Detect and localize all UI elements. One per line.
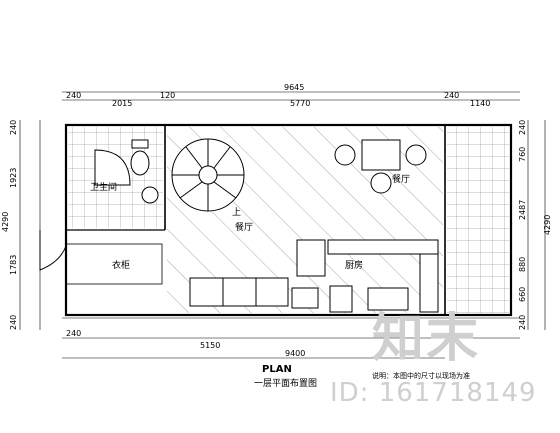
closet [65, 243, 163, 285]
balcony-tile-area [447, 127, 509, 313]
sofa [189, 277, 319, 309]
bathroom-fixtures [94, 139, 159, 204]
watermark-logo: 知末 [372, 309, 481, 369]
entry-door [39, 230, 67, 271]
kitchen-counters [296, 239, 439, 313]
watermark-id: ID: 161718149 [330, 378, 537, 408]
spiral-staircase [171, 138, 245, 212]
walls [64, 123, 513, 317]
dining-set [334, 139, 427, 194]
dimension-lines [19, 91, 546, 359]
